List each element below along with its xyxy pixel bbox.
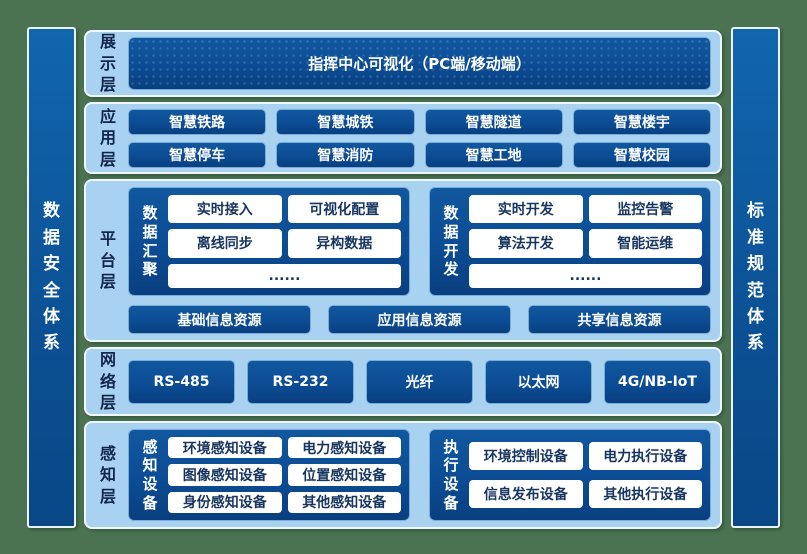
sensing-item: 图像感知设备 <box>168 464 282 486</box>
app-item: 智慧隧道 <box>424 108 563 135</box>
platform-item: 智能运维 <box>588 229 702 258</box>
network-item: RS-485 <box>128 359 235 404</box>
app-item: 智慧铁路 <box>128 108 267 135</box>
network-row: RS-485 RS-232 光纤 以太网 4G/NB-IoT <box>128 355 711 408</box>
app-item: 智慧城铁 <box>276 108 415 135</box>
network-layer-panel: 网络层 RS-485 RS-232 光纤 以太网 4G/NB-IoT <box>84 347 722 416</box>
sensing-item: 位置感知设备 <box>287 464 401 486</box>
execution-devices-group: 执行设备 环境控制设备 电力执行设备 信息发布设备 其他执行设备 <box>429 429 711 521</box>
platform-item-more: ...... <box>168 263 401 288</box>
display-layer-label: 展示层 <box>99 32 116 95</box>
display-layer-panel: 展示层 指挥中心可视化（PC端/移动端） <box>84 30 722 97</box>
sensing-item: 电力感知设备 <box>287 437 401 459</box>
standards-bar: 标准规范体系 <box>731 27 780 528</box>
platform-item: 实时开发 <box>469 195 583 224</box>
resource-item: 基础信息资源 <box>128 305 311 334</box>
data-security-bar: 数据安全体系 <box>27 27 76 528</box>
platform-layer-panel: 平台层 数据汇聚 实时接入 可视化配置 离线同步 异构数据 ...... 数据开… <box>84 179 722 342</box>
application-layer-label: 应用层 <box>99 106 116 169</box>
app-item: 智慧楼宇 <box>572 108 711 135</box>
application-grid: 智慧铁路 智慧城铁 智慧隧道 智慧楼宇 智慧停车 智慧消防 智慧工地 智慧校园 <box>128 108 711 168</box>
sensing-item: 其他感知设备 <box>287 491 401 513</box>
data-aggregation-title: 数据汇聚 <box>142 204 158 279</box>
standards-bar-label: 标准规范体系 <box>747 201 764 354</box>
execution-item: 其他执行设备 <box>588 480 702 509</box>
command-center-box: 指挥中心可视化（PC端/移动端） <box>128 37 711 90</box>
platform-item: 离线同步 <box>168 229 282 258</box>
platform-item: 监控告警 <box>588 195 702 224</box>
app-item: 智慧工地 <box>424 141 563 168</box>
resource-item: 共享信息资源 <box>528 305 711 334</box>
execution-devices-title: 执行设备 <box>443 437 459 512</box>
network-item: 4G/NB-IoT <box>604 359 711 404</box>
network-item: 以太网 <box>485 359 592 404</box>
data-security-bar-label: 数据安全体系 <box>43 201 60 354</box>
execution-item: 电力执行设备 <box>588 441 702 470</box>
resource-item: 应用信息资源 <box>328 305 511 334</box>
platform-item: 可视化配置 <box>287 195 401 224</box>
app-item: 智慧消防 <box>276 141 415 168</box>
sensing-devices-group: 感知设备 环境感知设备 电力感知设备 图像感知设备 位置感知设备 身份感知设备 … <box>128 429 410 521</box>
data-development-title: 数据开发 <box>443 204 459 279</box>
application-layer-panel: 应用层 智慧铁路 智慧城铁 智慧隧道 智慧楼宇 智慧停车 智慧消防 智慧工地 智… <box>84 102 722 174</box>
perception-layer-label: 感知层 <box>99 443 116 506</box>
resource-row: 基础信息资源 应用信息资源 共享信息资源 <box>128 305 711 334</box>
platform-item: 算法开发 <box>469 229 583 258</box>
platform-layer-label: 平台层 <box>99 229 116 292</box>
data-development-group: 数据开发 实时开发 监控告警 算法开发 智能运维 ...... <box>429 187 711 296</box>
platform-item-more: ...... <box>469 263 702 288</box>
sensing-item: 身份感知设备 <box>168 491 282 513</box>
network-item: 光纤 <box>366 359 473 404</box>
data-aggregation-group: 数据汇聚 实时接入 可视化配置 离线同步 异构数据 ...... <box>128 187 410 296</box>
perception-layer-panel: 感知层 感知设备 环境感知设备 电力感知设备 图像感知设备 位置感知设备 身份感… <box>84 421 722 529</box>
app-item: 智慧校园 <box>572 141 711 168</box>
sensing-devices-title: 感知设备 <box>142 437 158 512</box>
execution-item: 环境控制设备 <box>469 441 583 470</box>
sensing-item: 环境感知设备 <box>168 437 282 459</box>
network-item: RS-232 <box>247 359 354 404</box>
platform-item: 异构数据 <box>287 229 401 258</box>
execution-item: 信息发布设备 <box>469 480 583 509</box>
network-layer-label: 网络层 <box>99 350 116 413</box>
app-item: 智慧停车 <box>128 141 267 168</box>
platform-item: 实时接入 <box>168 195 282 224</box>
